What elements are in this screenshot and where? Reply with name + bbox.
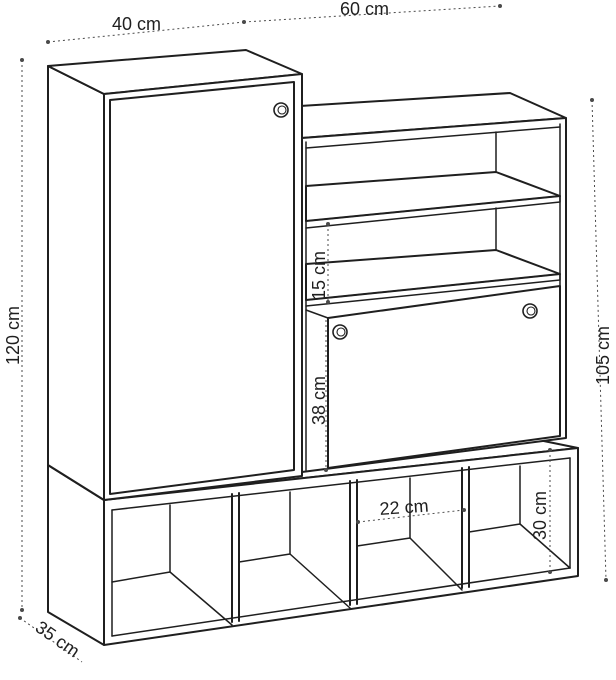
label-door-height: 38 cm (309, 376, 329, 425)
bottom-inner-bottom (111, 567, 571, 637)
tall-side-panel (47, 65, 105, 501)
dimension-labels: 40 cm 60 cm 120 cm 105 cm 35 cm 15 cm 38… (3, 0, 613, 661)
label-cubby-width: 22 cm (379, 496, 429, 519)
label-height-right: 105 cm (593, 326, 613, 385)
label-cubby-height: 30 cm (530, 491, 550, 540)
label-width-left: 40 cm (112, 14, 161, 34)
lower-door (327, 285, 561, 469)
dimension-lines (18, 4, 608, 663)
label-width-right: 60 cm (340, 0, 389, 19)
lower-door-hinge-line (305, 309, 329, 319)
bottom-inner-top (111, 457, 571, 511)
tall-door (109, 81, 295, 495)
shelf-1-edge (305, 195, 561, 229)
dim-line-height-right (591, 99, 607, 581)
right-shelf-unit (299, 92, 567, 473)
right-inner-top (305, 126, 561, 149)
left-tall-cabinet (47, 49, 303, 501)
shelf-2-edge (305, 273, 561, 307)
label-shelf-gap: 15 cm (309, 251, 329, 300)
label-height-total: 120 cm (3, 306, 23, 365)
